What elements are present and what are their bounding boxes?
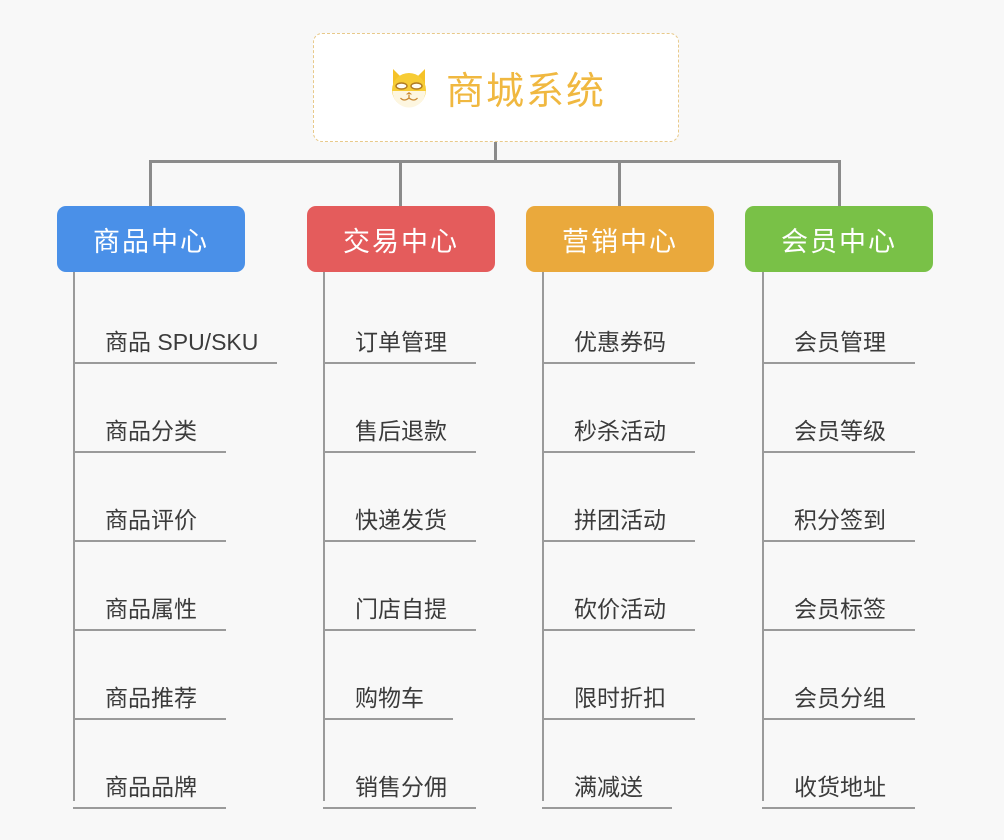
leaf-label-3-6: 满减送 xyxy=(574,773,643,800)
leaf-label-3-4: 砍价活动 xyxy=(574,595,666,622)
leaf-item-2-1[interactable]: 订单管理 xyxy=(323,275,476,364)
leaf-item-4-4[interactable]: 会员标签 xyxy=(762,542,915,631)
leaf-item-1-6[interactable]: 商品品牌 xyxy=(73,720,226,809)
category-box-4[interactable]: 会员中心 xyxy=(745,206,933,272)
leaf-label-2-1: 订单管理 xyxy=(355,328,447,355)
leaf-item-1-2[interactable]: 商品分类 xyxy=(73,364,226,453)
leaf-label-1-5: 商品推荐 xyxy=(105,684,197,711)
leaf-item-4-3[interactable]: 积分签到 xyxy=(762,453,915,542)
leaf-item-1-3[interactable]: 商品评价 xyxy=(73,453,226,542)
leaf-item-1-1[interactable]: 商品 SPU/SKU xyxy=(73,275,277,364)
leaf-trunk-3 xyxy=(542,272,544,801)
leaf-label-1-3: 商品评价 xyxy=(105,506,197,533)
category-box-2[interactable]: 交易中心 xyxy=(307,206,495,272)
leaf-item-2-4[interactable]: 门店自提 xyxy=(323,542,476,631)
category-label-1: 商品中心 xyxy=(93,226,209,257)
leaf-item-2-5[interactable]: 购物车 xyxy=(323,631,453,720)
category-box-1[interactable]: 商品中心 xyxy=(57,206,245,272)
leaf-label-4-6: 收货地址 xyxy=(794,773,886,800)
leaf-trunk-2 xyxy=(323,272,325,801)
leaf-item-2-2[interactable]: 售后退款 xyxy=(323,364,476,453)
leaf-label-2-5: 购物车 xyxy=(355,684,424,711)
connector-drop-1 xyxy=(149,160,152,208)
leaf-item-4-6[interactable]: 收货地址 xyxy=(762,720,915,809)
leaf-label-4-4: 会员标签 xyxy=(794,595,886,622)
leaf-label-2-6: 销售分佣 xyxy=(355,773,447,800)
category-box-3[interactable]: 营销中心 xyxy=(526,206,714,272)
leaf-item-3-1[interactable]: 优惠券码 xyxy=(542,275,695,364)
leaf-label-2-4: 门店自提 xyxy=(355,595,447,622)
connector-root-stem xyxy=(494,142,497,163)
leaf-item-3-2[interactable]: 秒杀活动 xyxy=(542,364,695,453)
leaf-item-3-5[interactable]: 限时折扣 xyxy=(542,631,695,720)
leaf-label-3-2: 秒杀活动 xyxy=(574,417,666,444)
leaf-label-3-1: 优惠券码 xyxy=(574,328,666,355)
leaf-item-1-4[interactable]: 商品属性 xyxy=(73,542,226,631)
category-label-4: 会员中心 xyxy=(781,226,897,257)
leaf-trunk-1 xyxy=(73,272,75,801)
shiba-dog-face-icon xyxy=(386,65,432,111)
leaf-item-2-3[interactable]: 快递发货 xyxy=(323,453,476,542)
leaf-item-3-6[interactable]: 满减送 xyxy=(542,720,672,809)
leaf-label-3-5: 限时折扣 xyxy=(574,684,666,711)
category-label-3: 营销中心 xyxy=(562,226,678,257)
leaf-item-4-2[interactable]: 会员等级 xyxy=(762,364,915,453)
leaf-label-4-2: 会员等级 xyxy=(794,417,886,444)
leaf-label-1-4: 商品属性 xyxy=(105,595,197,622)
leaf-item-2-6[interactable]: 销售分佣 xyxy=(323,720,476,809)
leaf-label-4-1: 会员管理 xyxy=(794,328,886,355)
category-label-2: 交易中心 xyxy=(343,226,459,257)
leaf-item-4-5[interactable]: 会员分组 xyxy=(762,631,915,720)
root-node-mall-system[interactable]: 商城系统 xyxy=(313,33,679,142)
connector-horizontal-bus xyxy=(149,160,841,163)
leaf-label-1-1: 商品 SPU/SKU xyxy=(105,328,259,355)
leaf-label-3-3: 拼团活动 xyxy=(574,506,666,533)
leaf-item-1-5[interactable]: 商品推荐 xyxy=(73,631,226,720)
leaf-label-2-3: 快递发货 xyxy=(355,506,447,533)
root-title: 商城系统 xyxy=(445,71,606,113)
leaf-label-4-5: 会员分组 xyxy=(794,684,886,711)
leaf-label-2-2: 售后退款 xyxy=(355,417,447,444)
connector-drop-2 xyxy=(399,160,402,208)
leaf-label-1-6: 商品品牌 xyxy=(105,773,197,800)
leaf-item-3-4[interactable]: 砍价活动 xyxy=(542,542,695,631)
leaf-trunk-4 xyxy=(762,272,764,801)
leaf-label-4-3: 积分签到 xyxy=(794,506,886,533)
connector-drop-4 xyxy=(838,160,841,208)
connector-drop-3 xyxy=(618,160,621,208)
leaf-item-3-3[interactable]: 拼团活动 xyxy=(542,453,695,542)
leaf-item-4-1[interactable]: 会员管理 xyxy=(762,275,915,364)
leaf-label-1-2: 商品分类 xyxy=(105,417,197,444)
